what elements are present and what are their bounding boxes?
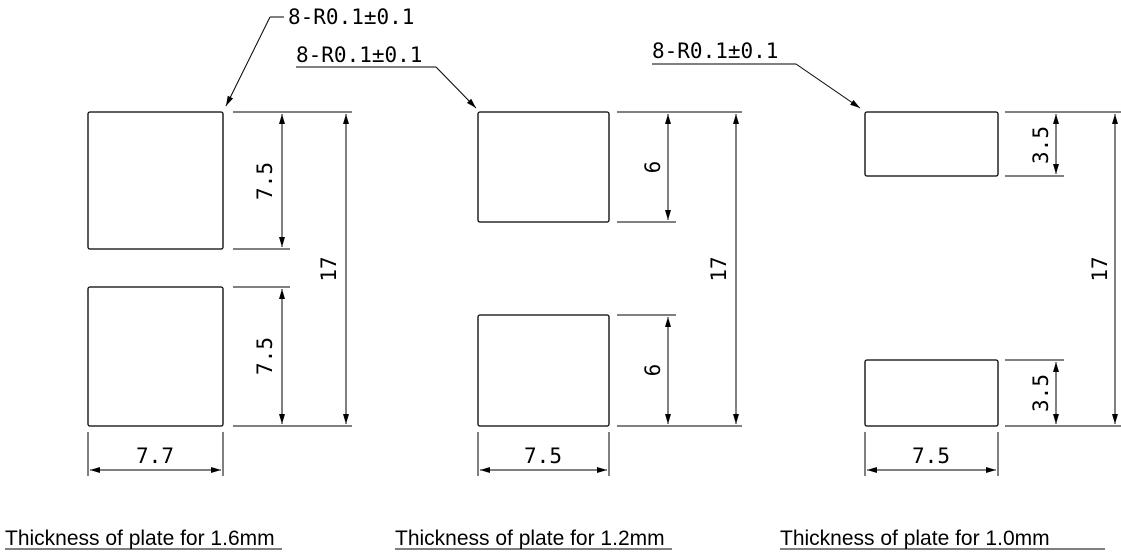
dim-lower-height: 3.5 (1029, 374, 1053, 412)
dim-upper-height: 7.5 (253, 162, 277, 200)
radius-note: 8-R0.1±0.1 (296, 43, 422, 67)
diagram-1-2mm: 8-R0.1±0.1 6 6 17 7.5 Thickness of plate… (296, 43, 742, 550)
dim-width: 7.7 (136, 444, 174, 468)
radius-callout: 8-R0.1±0.1 (652, 39, 861, 109)
pad-upper (87, 111, 224, 250)
dim-upper-height: 3.5 (1029, 126, 1053, 164)
radius-note: 8-R0.1±0.1 (288, 5, 414, 29)
caption: Thickness of plate for 1.2mm (395, 527, 665, 550)
dim-overall-height: 17 (1088, 256, 1112, 281)
dim-width: 7.5 (912, 444, 950, 468)
diagram-1-0mm: 8-R0.1±0.1 3.5 3.5 17 7.5 Thickness of p… (652, 39, 1121, 550)
radius-callout: 8-R0.1±0.1 (225, 5, 414, 107)
dim-lower-height: 6 (641, 364, 665, 377)
radius-callout: 8-R0.1±0.1 (296, 43, 477, 109)
dim-width: 7.5 (524, 444, 562, 468)
diagram-1-6mm: 8-R0.1±0.1 7.5 7.5 17 7.7 Thickness of p… (5, 5, 414, 550)
dim-overall-height: 17 (707, 256, 731, 281)
radius-note: 8-R0.1±0.1 (652, 39, 778, 63)
dim-overall-height: 17 (317, 256, 341, 281)
pad-upper (477, 111, 610, 223)
pad-lower (477, 314, 610, 427)
pad-lower (864, 359, 999, 427)
pad-upper (864, 111, 999, 177)
dim-lower-height: 7.5 (253, 337, 277, 375)
caption: Thickness of plate for 1.0mm (780, 527, 1050, 550)
caption: Thickness of plate for 1.6mm (5, 527, 275, 550)
dim-upper-height: 6 (641, 161, 665, 174)
pad-lower (87, 286, 224, 427)
